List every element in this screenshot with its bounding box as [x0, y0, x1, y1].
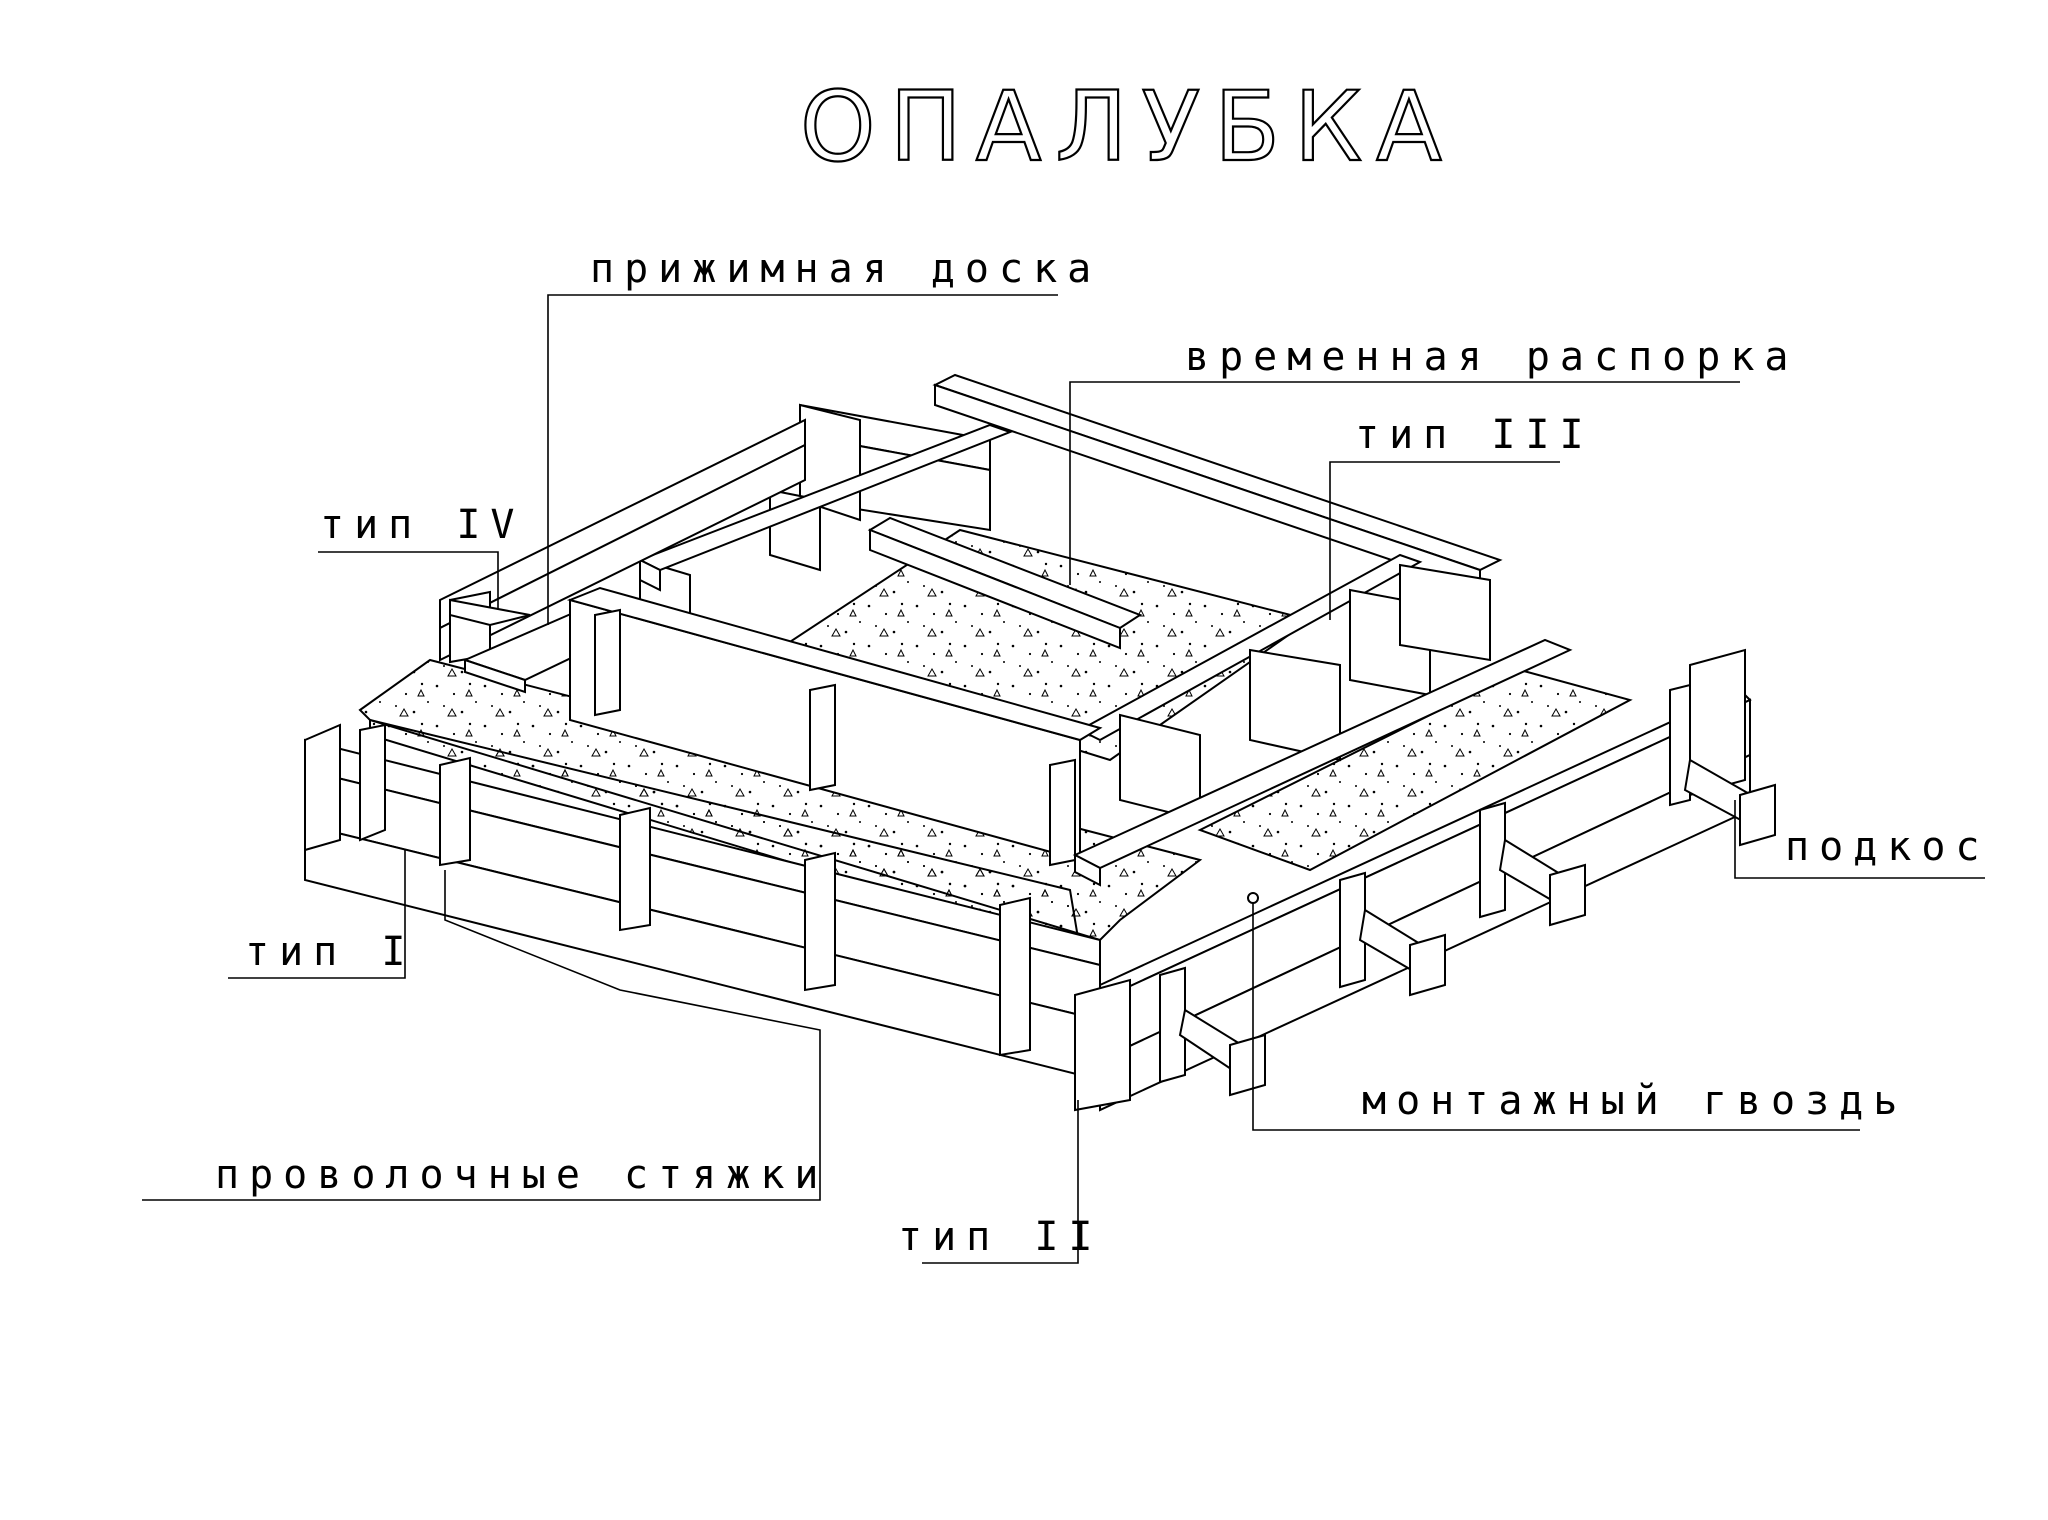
label-mount-nail: монтажный гвоздь [1362, 1078, 1907, 1124]
label-type-ii: тип II [898, 1214, 1103, 1260]
label-type-i: тип I [245, 929, 415, 975]
left-end-post [304, 723, 341, 852]
front-stud-4 [999, 896, 1031, 1057]
label-brace: подкос [1785, 824, 1990, 870]
outer-left-back-wall-lower [439, 443, 806, 662]
front-stud-3 [804, 851, 836, 992]
right-stud-1 [1159, 966, 1186, 1084]
type-ii-corner-post [1074, 978, 1131, 1112]
middle-cross-rail-side [869, 528, 1121, 650]
label-temp-spacer: временная распорка [1185, 334, 1798, 380]
type-iv-corner-top [449, 598, 531, 627]
right-inner-post [1669, 683, 1691, 807]
upper-stud-3 [1049, 758, 1076, 867]
label-type-iv: тип IV [320, 502, 525, 548]
nail-marker [1247, 892, 1259, 904]
leader-type-i [228, 850, 406, 979]
right-upper-rail [1077, 553, 1423, 742]
label-wire-ties: проволочные стяжки [215, 1152, 828, 1198]
leader-lines [142, 294, 1985, 1264]
brace-4-foot [1739, 783, 1776, 847]
concrete-surface-upper [767, 528, 1313, 762]
drawing-title: ОПАЛУБКА [800, 71, 1456, 183]
leader-clamp-board [547, 294, 1058, 625]
back-top-board [932, 373, 1503, 572]
label-type-iii: тип III [1355, 412, 1594, 458]
right-stud-2 [1339, 871, 1366, 989]
left-diagonal-rail-side [639, 558, 661, 592]
brace-2-foot [1409, 933, 1446, 997]
left-end-post-2 [359, 723, 386, 842]
leader-type-ii [922, 1100, 1079, 1264]
label-clamp-board: прижимная доска [590, 246, 1101, 292]
right-long-plank-side [1074, 853, 1101, 887]
clamp-board-side [464, 658, 526, 694]
leader-nail [1252, 903, 1860, 1131]
leader-type-iii [1329, 461, 1560, 620]
brace-1-foot [1229, 1033, 1266, 1097]
right-stud-3 [1479, 801, 1506, 919]
type-iii-block-2 [1399, 563, 1491, 662]
upper-box-front-rail-top [566, 586, 1103, 742]
leader-type-iv [318, 551, 499, 610]
front-stud-2 [619, 806, 651, 932]
leader-wire-ties [142, 870, 821, 1201]
type-iii-block-3 [1249, 648, 1341, 762]
front-stud-1 [439, 756, 471, 867]
leader-brace [1734, 800, 1985, 879]
brace-3-foot [1549, 863, 1586, 927]
formwork-assembly [304, 373, 1776, 1112]
upper-stud-1 [594, 608, 621, 717]
leader-temp-spacer [1069, 381, 1740, 585]
upper-stud-2 [809, 683, 836, 792]
